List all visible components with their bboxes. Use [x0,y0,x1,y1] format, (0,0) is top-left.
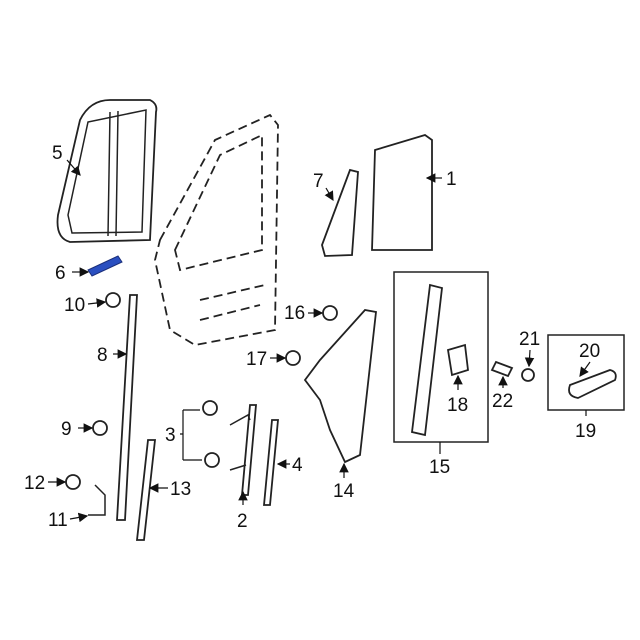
callout-13: 13 [170,479,191,500]
part-18-motor [446,343,469,377]
callout-18: 18 [447,395,468,416]
part-4-strip [263,419,279,506]
part-11-bracket [88,484,106,516]
callout-labels: 1 2 3 4 5 6 7 8 9 10 11 12 13 14 15 16 1… [24,143,600,532]
callout-21: 21 [519,329,540,350]
part-8-run-channel [116,294,138,521]
callout-20: 20 [579,341,600,362]
part-14-regulator [303,309,377,464]
callout-12: 12 [24,473,45,494]
fasteners [65,292,535,490]
callout-17: 17 [246,349,267,370]
callout-5: 5 [52,143,63,164]
callout-2: 2 [237,511,248,532]
callout-4: 4 [292,455,303,476]
callout-6: 6 [55,263,66,284]
callout-11: 11 [48,510,68,531]
callout-10: 10 [64,295,85,316]
part-6-highlighted [87,255,123,277]
door-shell-outline [154,113,279,346]
part-13-strip [135,439,157,541]
part-19-handle [568,369,617,399]
callout-7: 7 [313,171,324,192]
callout-9: 9 [61,419,72,440]
part-22-pin [490,360,514,378]
callout-1: 1 [446,169,457,190]
callout-15: 15 [429,457,450,478]
callout-19: 19 [575,421,596,442]
part-1-door-glass [371,134,433,251]
part-15-regulator [411,283,443,437]
part-3-brackets [229,413,251,471]
callout-16: 16 [284,303,305,324]
callout-22: 22 [492,391,513,412]
callout-8: 8 [97,345,108,366]
part-15-box [393,271,489,443]
callout-14: 14 [333,481,355,502]
part-5-glass-run-frame [56,99,158,243]
leader-lines [48,159,591,523]
callout-3: 3 [165,425,176,446]
part-7-vent-glass [321,168,359,257]
